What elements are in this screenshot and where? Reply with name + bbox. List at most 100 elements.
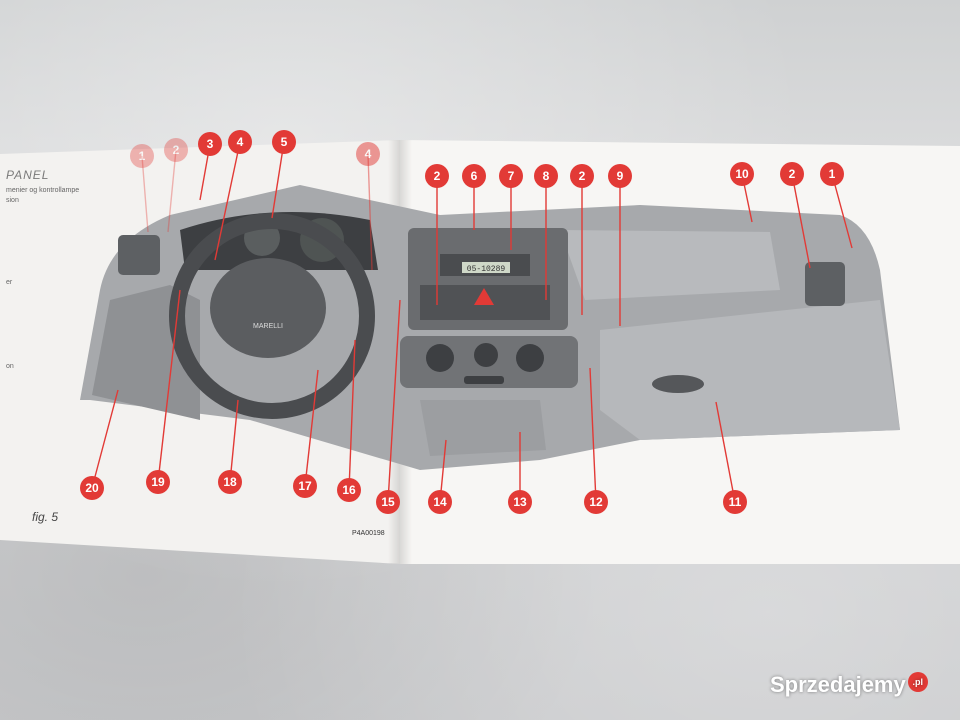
callout-circle xyxy=(425,164,449,188)
callout-circle xyxy=(508,490,532,514)
watermark: Sprzedajemy.pl xyxy=(770,672,928,698)
callout-circle xyxy=(428,490,452,514)
callout-circle xyxy=(130,144,154,168)
callout-line-top-0 xyxy=(141,155,149,233)
callout-badge-4: 4 xyxy=(228,130,252,154)
callout-line-top-13 xyxy=(791,173,811,269)
callout-badge-17: 17 xyxy=(293,474,317,498)
callout-badge-20: 20 xyxy=(80,476,104,500)
watermark-badge: .pl xyxy=(907,672,928,692)
right-air-vent xyxy=(805,262,845,306)
callout-badge-2: 2 xyxy=(425,164,449,188)
callout-number: 2 xyxy=(789,167,796,181)
callout-badge-15: 15 xyxy=(376,490,400,514)
glovebox-handle xyxy=(652,375,704,393)
radio-display-text: 05-10289 xyxy=(467,265,506,274)
steering-badge: MARELLI xyxy=(253,323,283,330)
callout-number: 18 xyxy=(223,475,237,489)
callout-number: 1 xyxy=(139,149,146,163)
callout-number: 6 xyxy=(471,169,478,183)
callout-circle xyxy=(780,162,804,186)
callout-circle xyxy=(820,162,844,186)
side-text-4: on xyxy=(6,363,14,370)
callout-number: 17 xyxy=(298,479,312,493)
callout-badge-5: 5 xyxy=(272,130,296,154)
callout-circle xyxy=(608,164,632,188)
callout-circle xyxy=(462,164,486,188)
callout-line-bottom-1 xyxy=(157,289,181,483)
callout-line-top-3 xyxy=(214,141,241,261)
callout-number: 15 xyxy=(381,495,395,509)
callout-badge-2: 2 xyxy=(780,162,804,186)
callout-number: 20 xyxy=(85,481,99,495)
callout-line-top-5 xyxy=(367,153,373,271)
callout-number: 12 xyxy=(589,495,603,509)
callout-number: 4 xyxy=(365,147,372,161)
glovebox xyxy=(600,300,900,440)
callout-line-top-1 xyxy=(167,149,177,233)
callout-circle xyxy=(146,470,170,494)
callout-number: 9 xyxy=(617,169,624,183)
callout-circle xyxy=(293,474,317,498)
callout-circle xyxy=(164,138,188,162)
callout-circle xyxy=(376,490,400,514)
callout-circle xyxy=(499,164,523,188)
radio-display xyxy=(462,262,510,273)
figure-label: fig. 5 xyxy=(32,510,59,524)
callout-number: 2 xyxy=(173,143,180,157)
callout-line-bottom-5 xyxy=(387,299,401,503)
callout-number: 19 xyxy=(151,475,165,489)
callout-number: 16 xyxy=(342,483,356,497)
callout-badge-8: 8 xyxy=(534,164,558,188)
callout-number: 2 xyxy=(434,169,441,183)
callout-line-top-4 xyxy=(271,141,285,219)
callout-badge-2: 2 xyxy=(164,138,188,162)
steering-wheel-hub xyxy=(210,258,326,358)
callout-badge-9: 9 xyxy=(608,164,632,188)
callout-line-bottom-0 xyxy=(91,389,119,489)
callout-number: 13 xyxy=(513,495,527,509)
callout-badge-2: 2 xyxy=(570,164,594,188)
watermark-text: Sprzedajemy xyxy=(770,672,906,697)
callout-badge-19: 19 xyxy=(146,470,170,494)
callout-circle xyxy=(534,164,558,188)
fan-knob xyxy=(474,343,498,367)
callout-number: 2 xyxy=(579,169,586,183)
callout-line-bottom-4 xyxy=(348,339,356,491)
page-heading: PANEL xyxy=(6,168,50,182)
figure-code: P4A00198 xyxy=(352,530,385,537)
callout-circle xyxy=(730,162,754,186)
side-text-2: sion xyxy=(6,197,19,204)
callout-badge-12: 12 xyxy=(584,490,608,514)
side-text-1: menier og kontrollampe xyxy=(6,187,80,194)
side-text-3: er xyxy=(6,279,13,286)
callout-line-bottom-8 xyxy=(589,367,597,503)
callout-number: 8 xyxy=(543,169,550,183)
callout-line-bottom-9 xyxy=(715,401,736,503)
callout-circle xyxy=(570,164,594,188)
callout-badge-10: 10 xyxy=(730,162,754,186)
callout-badge-13: 13 xyxy=(508,490,532,514)
callout-circle xyxy=(218,470,242,494)
callout-line-top-14 xyxy=(831,173,853,249)
air-distribution-knob xyxy=(516,344,544,372)
callout-circle xyxy=(228,130,252,154)
recirculation-slider xyxy=(464,376,504,384)
callout-badge-1: 1 xyxy=(130,144,154,168)
lower-storage-tray xyxy=(420,400,546,456)
callout-circle xyxy=(272,130,296,154)
callout-number: 3 xyxy=(207,137,214,151)
callout-line-bottom-2 xyxy=(229,399,239,483)
callout-circle xyxy=(337,478,361,502)
callout-circle xyxy=(584,490,608,514)
passenger-dash-top xyxy=(560,230,780,300)
callout-badge-14: 14 xyxy=(428,490,452,514)
callout-badge-11: 11 xyxy=(723,490,747,514)
callout-circle xyxy=(198,132,222,156)
callout-circle xyxy=(80,476,104,500)
callout-number: 7 xyxy=(508,169,515,183)
callout-number: 11 xyxy=(729,495,742,509)
callout-number: 1 xyxy=(829,167,836,181)
